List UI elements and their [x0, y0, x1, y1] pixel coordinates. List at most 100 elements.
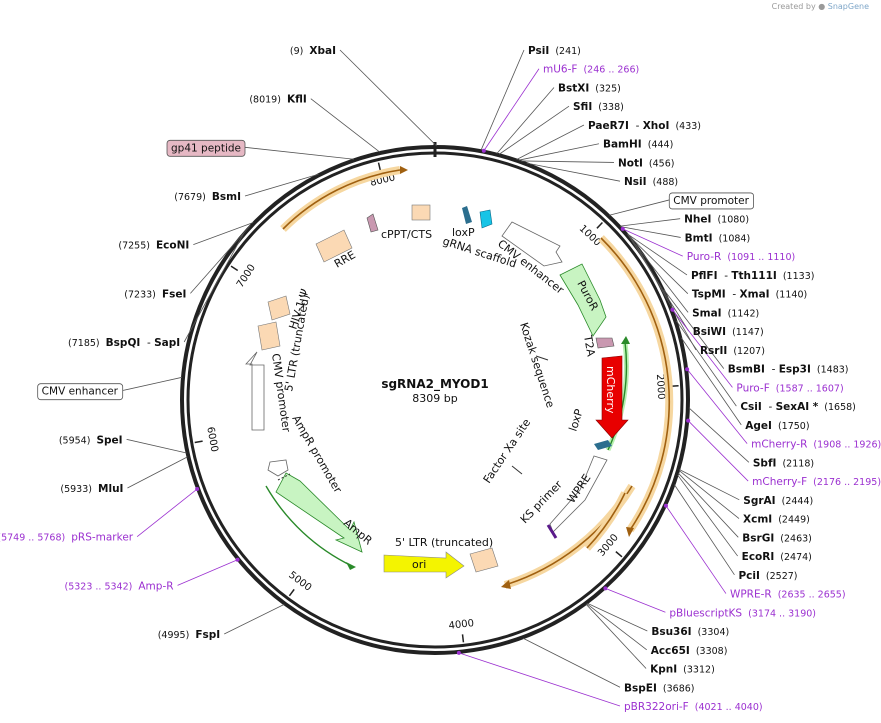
site-label-part: XbaI — [309, 45, 336, 57]
leader-line — [522, 637, 621, 688]
leader-line — [520, 160, 614, 163]
site-label-part: SexAI * — [776, 401, 819, 413]
site-label-bamhi[interactable]: BamHI (444) — [603, 139, 673, 151]
site-label-bsu36i[interactable]: Bsu36I (3304) — [651, 626, 729, 638]
leader-lines — [121, 49, 750, 707]
site-label-part: Tth111I — [731, 270, 776, 282]
site-label-kpni[interactable]: KpnI (3312) — [650, 664, 715, 676]
site-label-psii[interactable]: PsiI (241) — [528, 45, 581, 57]
site-label-noti[interactable]: NotI (456) — [618, 157, 675, 169]
site-label-paer7i[interactable]: PaeR7I - XhoI (433) — [588, 120, 701, 132]
site-label-bstxi[interactable]: BstXI (325) — [558, 82, 621, 94]
primer-marker — [620, 226, 625, 231]
site-label-part: (9) — [290, 46, 310, 57]
site-label-part: PciI — [738, 570, 759, 582]
site-label-amp-r[interactable]: (5323 .. 5342) Amp-R — [64, 580, 173, 592]
primer-marker — [481, 148, 486, 153]
tick-label: 7000 — [235, 263, 258, 290]
plasmid-name: sgRNA2_MYOD1 — [381, 377, 488, 392]
orange-band-right-arrow — [626, 527, 634, 537]
site-label-text: BsrGI (2463) — [742, 532, 812, 544]
site-label-part: KpnI — [650, 664, 677, 676]
site-label-part: (2635 .. 2655) — [772, 590, 846, 601]
site-label-part: (433) — [669, 121, 701, 132]
cmv-enhancer-right-arrow — [501, 221, 563, 267]
site-label-sfii[interactable]: SfiI (338) — [573, 101, 624, 113]
site-label-text: SfiI (338) — [573, 101, 624, 113]
site-label-part: Acc65I — [651, 645, 690, 657]
site-label-text: CsiI - SexAI * (1658) — [740, 401, 856, 413]
site-label-kfli[interactable]: (8019) KflI — [249, 94, 306, 106]
site-label-part: BamHI — [603, 139, 642, 151]
site-label-nsii[interactable]: NsiI (488) — [624, 176, 678, 188]
site-label-part: NheI — [684, 214, 711, 226]
feature-label-ltr-bottom: 5' LTR (truncated) — [395, 536, 493, 549]
site-label-rsrii[interactable]: RsrII (1207) — [700, 345, 765, 357]
site-label-wpre-r[interactable]: WPRE-R (2635 .. 2655) — [730, 589, 846, 601]
site-label-xcmi[interactable]: XcmI (2449) — [743, 514, 810, 526]
site-label-mcherry-r[interactable]: mCherry-R (1908 .. 1926) — [751, 439, 881, 451]
site-label-puro-f[interactable]: Puro-F (1587 .. 1607) — [736, 382, 843, 394]
site-label-part: MluI — [98, 483, 123, 495]
site-label-xbai[interactable]: (9) XbaI — [290, 45, 336, 57]
site-label-text: CMV enhancer — [42, 386, 119, 398]
site-label-pbluescriptks[interactable]: pBluescriptKS (3174 .. 3190) — [669, 607, 816, 619]
site-label-ecori[interactable]: EcoRI (2474) — [742, 551, 812, 563]
leader-line — [458, 652, 621, 707]
site-label-gp41-peptide[interactable]: gp41 peptide — [166, 139, 246, 157]
site-label-mlui[interactable]: (5933) MluI — [60, 483, 123, 495]
site-label-pbr322ori-f[interactable]: pBR322ori-F (4021 .. 4040) — [624, 701, 763, 713]
site-label-fspi[interactable]: (4995) FspI — [158, 629, 221, 641]
site-label-pcii[interactable]: PciI (2527) — [738, 570, 797, 582]
site-label-prs-marker[interactable]: (5749 .. 5768) pRS-marker — [0, 532, 134, 544]
site-label-part: (1147) — [726, 327, 764, 338]
site-label-cmv-promoter[interactable]: CMV promoter — [668, 192, 754, 210]
label-box — [668, 192, 754, 210]
leader-line — [677, 472, 739, 538]
site-label-bmti[interactable]: BmtI (1084) — [685, 232, 751, 244]
leader-line — [224, 604, 285, 635]
site-label-part: (1483) — [811, 365, 849, 376]
site-label-csii[interactable]: CsiI - SexAI * (1658) — [740, 401, 856, 413]
ampr-outer-arrow — [346, 562, 356, 570]
site-label-bsmbi[interactable]: BsmBI - Esp3I (1483) — [728, 364, 849, 376]
site-label-text: pBR322ori-F (4021 .. 4040) — [624, 701, 763, 713]
site-label-bsiwi[interactable]: BsiWI (1147) — [693, 326, 764, 338]
site-label-agei[interactable]: AgeI (1750) — [745, 420, 809, 432]
site-label-bspqi[interactable]: (7185) BspQI - SapI — [68, 337, 180, 349]
site-label-text: WPRE-R (2635 .. 2655) — [730, 589, 846, 601]
site-label-text: XcmI (2449) — [743, 514, 810, 526]
site-label-econi[interactable]: (7255) EcoNI — [118, 240, 189, 252]
leader-line — [628, 235, 690, 332]
site-label-nhei[interactable]: NheI (1080) — [684, 214, 749, 226]
site-label-sgrai[interactable]: SgrAI (2444) — [743, 495, 813, 507]
site-label-bsrgi[interactable]: BsrGI (2463) — [742, 532, 812, 544]
site-label-text: PaeR7I - XhoI (433) — [588, 120, 701, 132]
kozak-tick — [535, 355, 549, 361]
tick-mark — [377, 162, 382, 171]
site-label-text: RsrII (1207) — [700, 345, 765, 357]
site-label-sbfi[interactable]: SbfI (2118) — [753, 457, 814, 469]
site-label-smai[interactable]: SmaI (1142) — [692, 307, 759, 319]
leader-line — [121, 376, 183, 392]
site-label-acc65i[interactable]: Acc65I (3308) — [651, 645, 728, 657]
site-label-part: mU6-F — [543, 64, 577, 76]
site-label-part: (4995) — [158, 630, 196, 641]
site-label-text: (5933) MluI — [60, 483, 123, 495]
site-label-spei[interactable]: (5954) SpeI — [59, 434, 123, 446]
site-label-fsei[interactable]: (7233) FseI — [124, 288, 186, 300]
feature-label-cppt: cPPT/CTS — [381, 228, 432, 241]
site-label-mcherry-f[interactable]: mCherry-F (2176 .. 2195) — [752, 476, 881, 488]
site-label-part: (8019) — [249, 95, 287, 106]
top-tan-box — [411, 204, 431, 221]
site-label-part: CMV promoter — [673, 195, 749, 207]
site-label-tspmi[interactable]: TspMI - XmaI (1140) — [692, 289, 807, 301]
site-label-cmv-enhancer[interactable]: CMV enhancer — [37, 383, 124, 401]
site-label-part: (1091 .. 1110) — [721, 252, 795, 263]
site-label-bsmi[interactable]: (7679) BsmI — [174, 191, 241, 203]
site-label-bspei[interactable]: BspEI (3686) — [624, 682, 695, 694]
site-label-pflfi[interactable]: PflFI - Tth111I (1133) — [691, 270, 815, 282]
site-label-puro-r[interactable]: Puro-R (1091 .. 1110) — [687, 251, 795, 263]
site-label-mu6-f[interactable]: mU6-F (246 .. 266) — [543, 64, 639, 76]
site-label-text: (7255) EcoNI — [118, 240, 189, 252]
